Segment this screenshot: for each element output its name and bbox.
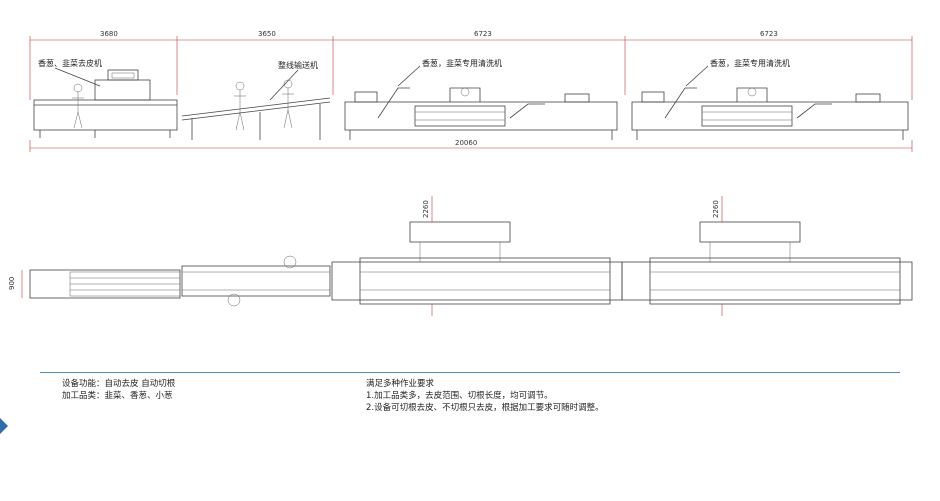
conveyor-side <box>181 79 331 140</box>
label-peeler: 香葱、韭菜去皮机 <box>38 58 102 68</box>
label-conveyor: 整线输送机 <box>278 60 318 70</box>
dimension-overall: 20060 <box>455 139 477 147</box>
dimension-width: 900 <box>8 277 16 290</box>
note-products: 加工品类：韭菜、香葱、小葱 <box>62 391 173 401</box>
washer-2-side <box>631 87 909 140</box>
note-item-1: 1.加工品类多，去皮范围、切根长度，均可调节。 <box>366 391 553 401</box>
dimension-segment-1: 3680 <box>100 30 118 38</box>
dimension-segment-4: 6723 <box>760 30 778 38</box>
plan-peeler <box>29 269 181 299</box>
dimension-washer-1-height: 2260 <box>422 200 430 218</box>
dimension-washer-2-height: 2260 <box>712 200 720 218</box>
washer-1-side <box>344 87 618 140</box>
dimension-segment-2: 3650 <box>258 30 276 38</box>
plan-washer-2 <box>621 196 913 316</box>
plan-washer-1 <box>331 196 623 316</box>
side-dimensions: 3680 3650 6723 6723 20060 <box>29 30 913 152</box>
note-heading: 满足多种作业要求 <box>366 379 435 389</box>
label-washer-1: 香葱，韭菜专用清洗机 <box>422 58 502 68</box>
peeler-side <box>33 69 178 138</box>
corner-accent <box>0 418 8 434</box>
note-item-2: 2.设备可切根去皮、不切根只去皮，根据加工要求可随时调整。 <box>366 403 604 413</box>
divider-rule <box>40 372 900 373</box>
dimension-segment-3: 6723 <box>474 30 492 38</box>
notes-right: 满足多种作业要求 1.加工品类多，去皮范围、切根长度，均可调节。 2.设备可切根… <box>366 378 604 414</box>
note-function: 设备功能：自动去皮 自动切根 <box>62 379 176 389</box>
notes-left: 设备功能：自动去皮 自动切根 加工品类：韭菜、香葱、小葱 <box>62 378 175 402</box>
label-washer-2: 香葱，韭菜专用清洗机 <box>710 58 790 68</box>
plan-conveyor <box>181 255 331 307</box>
